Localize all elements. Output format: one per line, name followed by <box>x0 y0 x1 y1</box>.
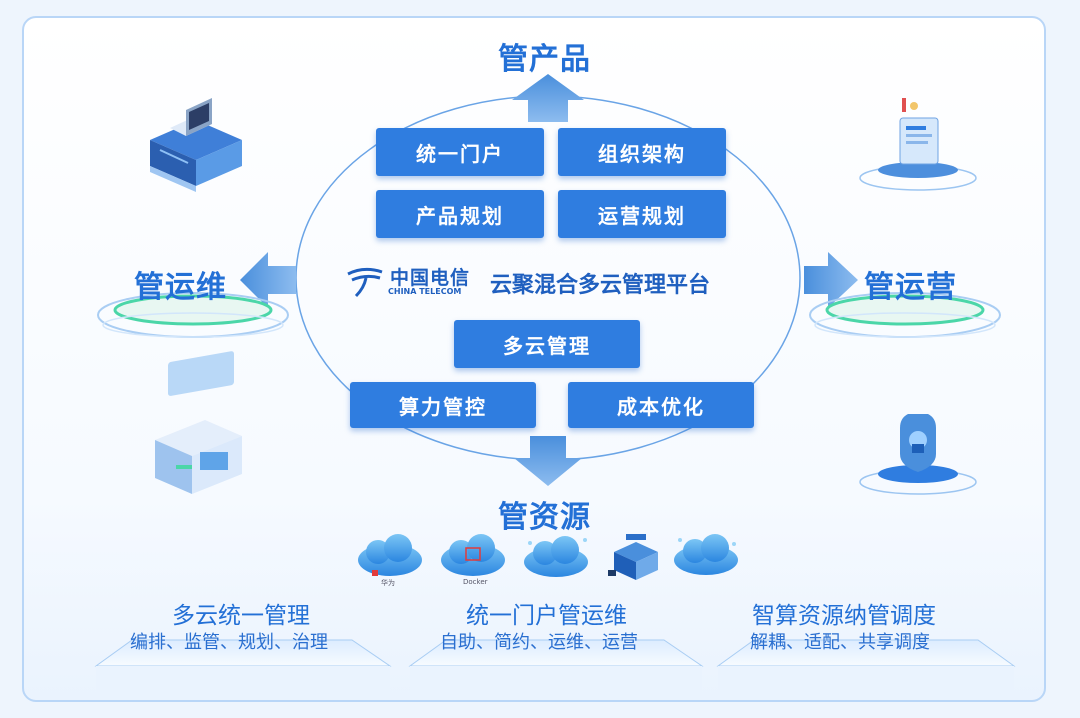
product-plan-button[interactable]: 产品规划 <box>376 190 544 238</box>
operation-person-icon <box>859 98 977 191</box>
right-disc-icon <box>809 292 1001 338</box>
title-top: 管产品 <box>498 42 591 77</box>
logo-cn-text: 中国电信 <box>390 267 471 289</box>
multicloud-button[interactable]: 多云管理 <box>454 320 640 368</box>
cloud-icon-2 <box>674 534 738 575</box>
arrow-up-icon <box>512 74 584 122</box>
org-structure-button[interactable]: 组织架构 <box>558 128 726 176</box>
title-left: 管运维 <box>134 270 227 305</box>
column-2-title: 统一门户管运维 <box>466 603 627 629</box>
pedestal-3 <box>716 639 1016 700</box>
logo-en-text: CHINA TELECOM <box>388 287 462 296</box>
column-1-title: 多云统一管理 <box>172 603 310 629</box>
ops-plan-button[interactable]: 运营规划 <box>558 190 726 238</box>
docker-label: Docker <box>463 578 488 586</box>
docker-cloud-icon <box>441 534 505 576</box>
arrow-right-icon <box>804 252 858 308</box>
pedestal-2 <box>408 639 704 700</box>
cost-optimize-button[interactable]: 成本优化 <box>568 382 754 428</box>
pedestal-1 <box>94 639 392 700</box>
title-bottom: 管资源 <box>498 500 591 535</box>
cloud-icon <box>524 536 588 577</box>
title-right: 管运营 <box>864 270 957 305</box>
china-telecom-logo-icon <box>347 267 383 298</box>
shield-security-icon <box>859 414 977 495</box>
arrow-left-icon <box>240 252 296 308</box>
monitor-device-icon <box>155 351 242 494</box>
compute-control-button[interactable]: 算力管控 <box>350 382 536 428</box>
platform-name: 云聚混合多云管理平台 <box>490 273 711 298</box>
server-laptop-icon <box>150 98 242 192</box>
huawei-cloud-icon <box>358 534 422 576</box>
left-disc-icon <box>97 292 289 338</box>
column-1-subtitle: 编排、监管、规划、治理 <box>130 632 328 653</box>
huawei-label: 华为 <box>381 579 395 587</box>
column-2-subtitle: 自助、简约、运维、运营 <box>440 632 638 653</box>
arrow-down-icon <box>514 436 582 486</box>
server-stack-icon <box>608 534 658 580</box>
column-3-subtitle: 解耦、适配、共享调度 <box>750 632 930 653</box>
column-3-title: 智算资源纳管调度 <box>752 603 936 629</box>
portal-button[interactable]: 统一门户 <box>376 128 544 176</box>
china-telecom-logo: 中国电信 CHINA TELECOM <box>344 263 482 301</box>
